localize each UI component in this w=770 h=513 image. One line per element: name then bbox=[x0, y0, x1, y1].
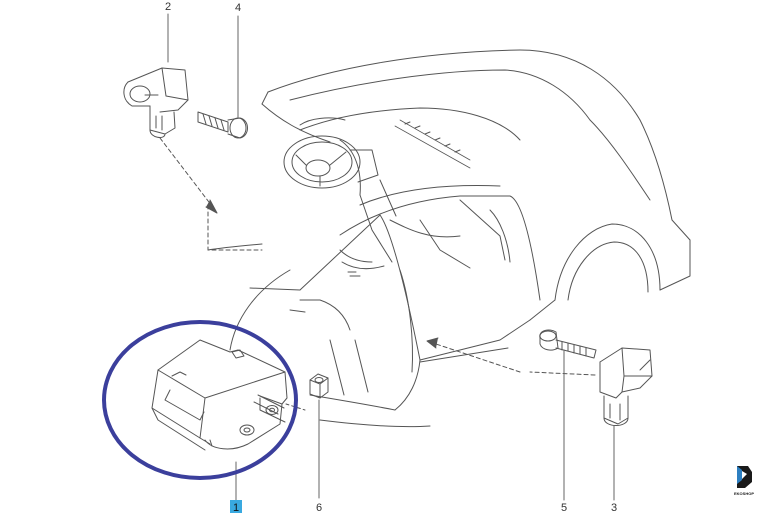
callout-5: 5 bbox=[561, 502, 567, 513]
callout-1: 1 bbox=[230, 500, 242, 513]
callout-number-5: 5 bbox=[561, 502, 567, 513]
callout-number-2: 2 bbox=[165, 1, 171, 13]
callout-number-1: 1 bbox=[233, 502, 239, 513]
mounting-bolt-4 bbox=[197, 111, 248, 139]
side-crash-sensor bbox=[599, 347, 653, 426]
callout-number-4: 4 bbox=[235, 2, 241, 14]
ekoshop-logo: EKOSHOP bbox=[734, 466, 754, 496]
front-crash-sensor bbox=[123, 67, 189, 138]
callout-leaders bbox=[167, 13, 615, 501]
highlight-ring bbox=[102, 320, 298, 480]
callout-number-3: 3 bbox=[611, 502, 617, 513]
airbag-control-module bbox=[151, 339, 306, 451]
ekoshop-logo-icon bbox=[737, 466, 752, 488]
car-interior bbox=[283, 107, 521, 396]
callout-2: 2 bbox=[165, 1, 171, 13]
callout-6: 6 bbox=[316, 502, 322, 513]
logo-text: EKOSHOP bbox=[734, 491, 754, 496]
assembly-arrows bbox=[159, 137, 596, 376]
callout-4: 4 bbox=[235, 2, 241, 14]
hex-nut bbox=[309, 373, 329, 399]
car-body bbox=[207, 49, 691, 428]
mounting-bolt-5 bbox=[539, 329, 597, 359]
callout-number-6: 6 bbox=[316, 502, 322, 513]
callout-highlight bbox=[230, 500, 242, 513]
callout-3: 3 bbox=[611, 502, 617, 513]
